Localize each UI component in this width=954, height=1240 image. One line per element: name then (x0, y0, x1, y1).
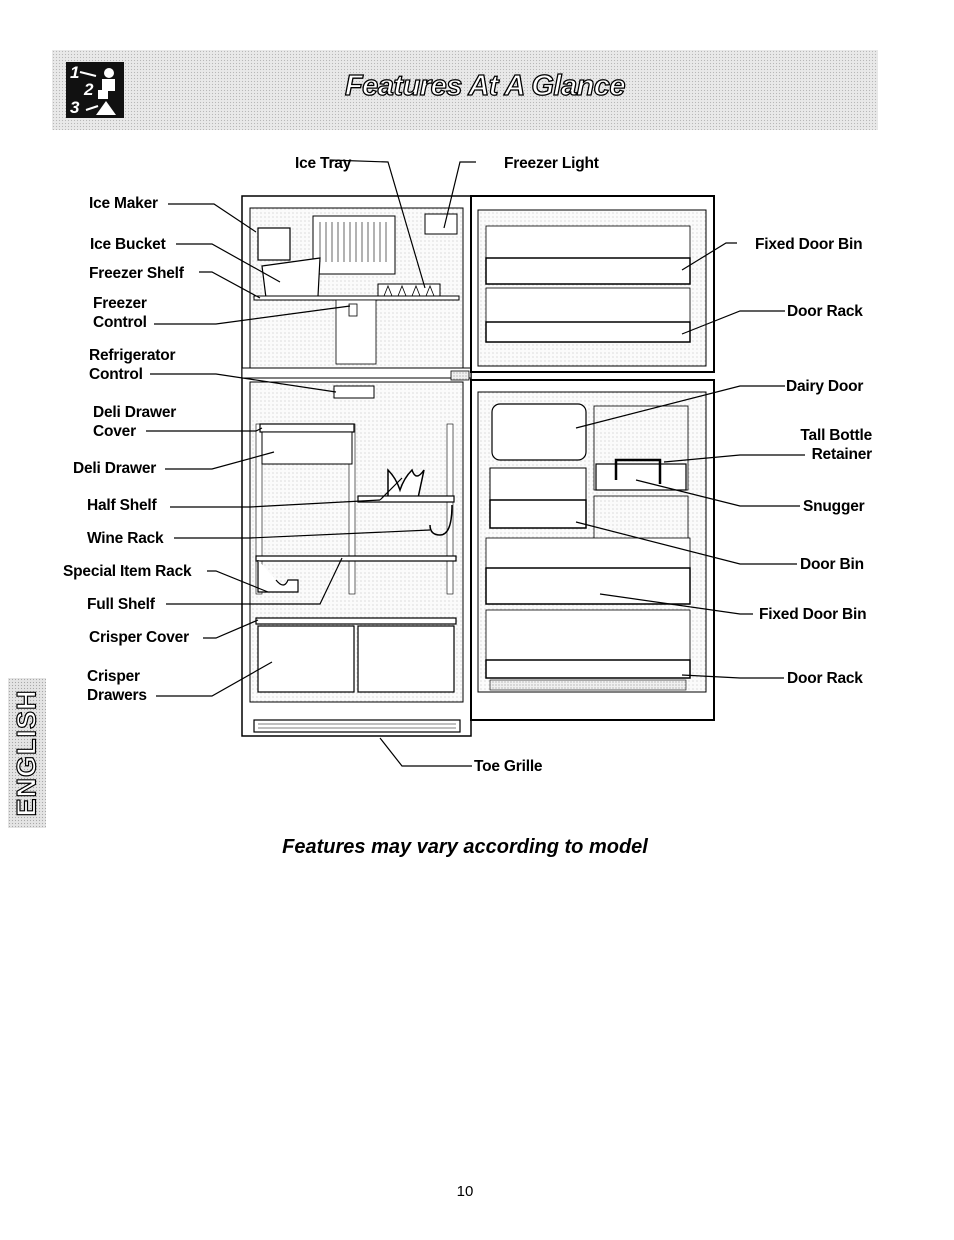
page-title: Features At A Glance (344, 69, 626, 102)
cabinet (241, 195, 472, 737)
label-freezer-shelf: Freezer Shelf (89, 265, 184, 282)
leader-lines (146, 159, 805, 767)
label-wine-rack: Wine Rack (87, 530, 164, 547)
fresh-food-door (470, 379, 715, 721)
label-toe-grille: Toe Grille (474, 758, 543, 775)
label-half-shelf: Half Shelf (87, 497, 157, 514)
label-deli-drawer-cover-2: Cover (93, 423, 136, 440)
steps-logo-icon: 1 2 3 (66, 62, 124, 118)
label-ice-bucket: Ice Bucket (90, 236, 166, 253)
label-tall-bottle-retainer-2: Retainer (811, 446, 873, 463)
label-special-item-rack: Special Item Rack (63, 563, 192, 580)
label-crisper-drawers-1: Crisper (87, 668, 140, 685)
label-door-rack-top: Door Rack (787, 303, 863, 320)
label-freezer-light: Freezer Light (504, 155, 599, 172)
freezer-door (470, 195, 715, 373)
header-banner: 1 2 3 Features At A Glance (52, 50, 878, 130)
label-fixed-door-bin-top: Fixed Door Bin (755, 236, 863, 253)
label-tall-bottle-retainer-1: Tall Bottle (800, 427, 872, 444)
label-refrigerator-control-2: Control (89, 366, 143, 383)
logo-step-3: 3 (70, 98, 80, 117)
label-door-bin: Door Bin (800, 556, 864, 573)
logo-step-1: 1 (70, 63, 80, 82)
label-refrigerator-control-1: Refrigerator (89, 347, 176, 364)
label-fixed-door-bin-bottom: Fixed Door Bin (759, 606, 867, 623)
label-door-rack-bottom: Door Rack (787, 670, 863, 687)
logo-step-2: 2 (84, 80, 94, 99)
label-deli-drawer-cover-1: Deli Drawer (93, 404, 177, 421)
label-dairy-door: Dairy Door (786, 378, 864, 395)
label-crisper-cover: Crisper Cover (89, 629, 189, 646)
language-tab: ENGLISH (8, 678, 46, 828)
steps-figures (79, 68, 116, 115)
label-crisper-drawers-2: Drawers (87, 687, 147, 704)
label-freezer-control-1: Freezer (93, 295, 147, 312)
label-snugger: Snugger (803, 498, 865, 515)
page-number: 10 (456, 1183, 474, 1200)
footnote: Features may vary according to model (282, 836, 648, 858)
label-full-shelf: Full Shelf (87, 596, 155, 613)
label-ice-maker: Ice Maker (89, 195, 158, 212)
label-ice-tray: Ice Tray (295, 155, 352, 172)
label-deli-drawer: Deli Drawer (73, 460, 157, 477)
label-freezer-control-2: Control (93, 314, 147, 331)
